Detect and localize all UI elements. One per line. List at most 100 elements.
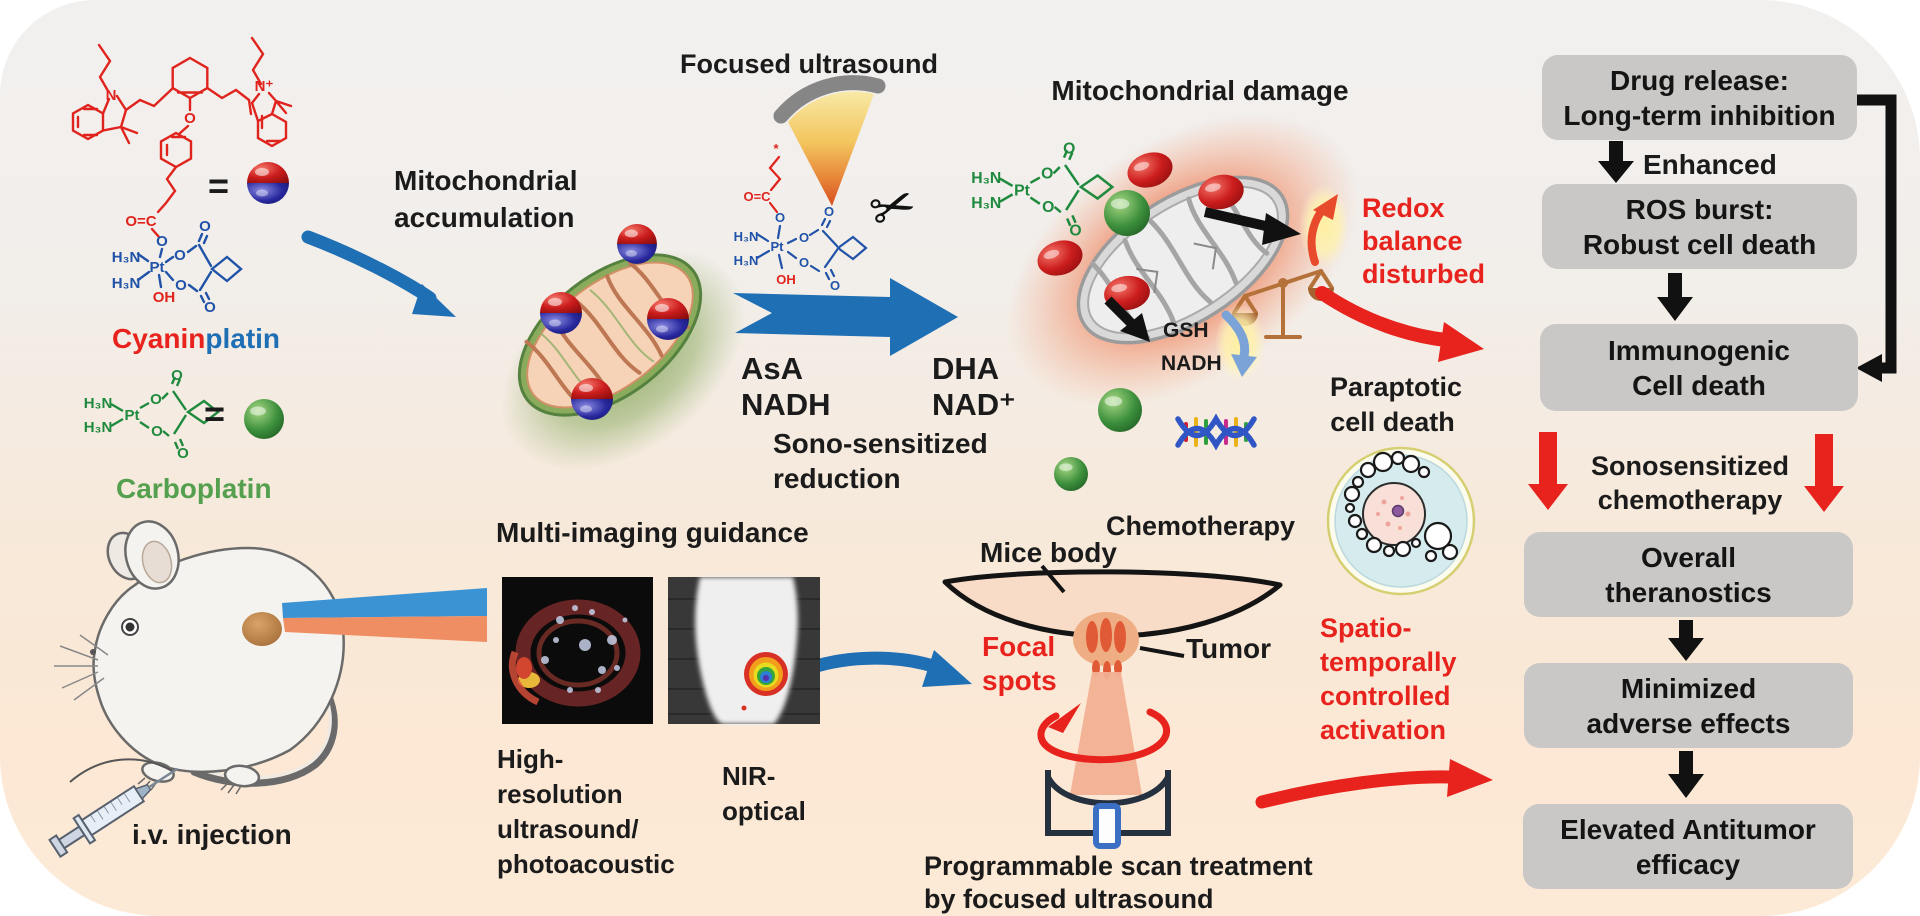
- mouse-tumor-icon: [242, 612, 282, 646]
- atom-o: O: [156, 233, 168, 250]
- flow-box6-line2: efficacy: [1635, 848, 1741, 880]
- flow-box3-line1: Immunogenic: [1607, 334, 1790, 366]
- ultrasound-probe-icon: [773, 75, 886, 206]
- chemotherapy-label: Chemotherapy: [1106, 511, 1296, 541]
- spatio-line4: activation: [1320, 715, 1447, 745]
- flow-box4-line1: Overall: [1641, 541, 1736, 573]
- sono-chemo-line2: chemotherapy: [1597, 485, 1783, 515]
- flow-box-immunogenic: Immunogenic Cell death: [1540, 324, 1858, 411]
- photoacoustic-image: [502, 577, 653, 724]
- flow-box6-line1: Elevated Antitumor: [1560, 813, 1816, 845]
- flow-box-theranostics: Overall theranostics: [1524, 532, 1853, 617]
- spatio-line2: temporally: [1320, 647, 1457, 677]
- paraptotic-label: Paraptotic cell death: [1330, 370, 1463, 440]
- mito-damage-out-arrow-right: [1203, 207, 1301, 245]
- mice-body-curve: [942, 569, 1283, 639]
- flow-box-antitumor-efficacy: Elevated Antitumor efficacy: [1523, 804, 1853, 889]
- atom-o: O: [799, 255, 809, 270]
- redox-label: Redox balance disturbed: [1362, 192, 1485, 291]
- nadh-label: NADH: [741, 387, 831, 422]
- sono-chemo-line1: Sonosensitized: [1590, 451, 1790, 481]
- hires-line3: ultrasound/: [497, 814, 639, 844]
- nad-plus-label: NAD⁺: [932, 387, 1016, 422]
- flow-box1-line1: Drug release:: [1610, 64, 1789, 96]
- mito-accumulation-label: Mitochondrial accumulation: [394, 162, 578, 236]
- mouse-icon: [54, 520, 345, 795]
- flow-box-drug-release: Drug release: Long-term inhibition: [1542, 55, 1857, 140]
- redox-to-icd-arrow: [1315, 286, 1484, 362]
- flow-arrow-2: [1657, 273, 1693, 321]
- paraptotic-line2: cell death: [1330, 407, 1455, 437]
- multi-imaging-label: Multi-imaging guidance: [496, 517, 809, 548]
- red-down-arrow-right: [1804, 434, 1844, 512]
- syringe-icon: [48, 758, 179, 859]
- flow-box-ros-burst: ROS burst: Robust cell death: [1542, 184, 1857, 269]
- spatio-line3: controlled: [1320, 681, 1451, 711]
- atom-o: O: [175, 277, 187, 294]
- atom-oc: O=C: [743, 189, 771, 204]
- sono-reduction-label: Sono-sensitized reduction: [773, 426, 988, 496]
- flow-arrow-1: [1598, 141, 1634, 183]
- flow-connector-elbow: [1856, 94, 1897, 382]
- flow-box5-line2: adverse effects: [1586, 707, 1791, 739]
- asa-label: AsA: [741, 351, 804, 386]
- flow-arrow-3: [1668, 620, 1704, 661]
- equals-sign-carbo: =: [204, 393, 226, 434]
- treatment-schematic: [942, 564, 1283, 849]
- flow-box-adverse-effects: Minimized adverse effects: [1524, 663, 1853, 748]
- flow-box4-line2: theranostics: [1605, 576, 1772, 608]
- cyaninplatin-structure-icon: N N⁺ O O=C H₃N H₃N Pt OH O O O O O: [71, 36, 293, 316]
- atom-o: O: [184, 110, 196, 127]
- oxidation-up-arrow: [1299, 184, 1349, 268]
- programmable-label: Programmable scan treatment by focused u…: [924, 850, 1313, 916]
- mice-body-pointer: [1040, 564, 1066, 594]
- activated-cyaninplatin-structure-icon: * O=C O H₃N H₃N Pt OH O O O O: [734, 141, 868, 293]
- focal-spots-label: Focal spots: [982, 630, 1057, 698]
- dna-icon: [1175, 413, 1257, 451]
- iv-injection-label: i.v. injection: [132, 819, 292, 850]
- imaging-to-treatment-arrow: [803, 650, 972, 687]
- sono-reduction-line1: Sono-sensitized: [773, 428, 988, 459]
- mito-accumulation-line2: accumulation: [394, 202, 575, 233]
- spatio-label: Spatio- temporally controlled activation: [1320, 611, 1457, 747]
- red-down-arrow-left: [1528, 432, 1568, 510]
- imaging-beam-icon: [282, 588, 487, 642]
- atom-n-plus: N⁺: [255, 78, 274, 95]
- atom-h3n: H₃N: [734, 253, 759, 268]
- mice-body-label: Mice body: [980, 537, 1117, 568]
- cyaninplatin-label-red: Cyanin: [112, 323, 206, 354]
- nir-line2: optical: [722, 796, 806, 826]
- flow-box2-line1: ROS burst:: [1625, 193, 1774, 225]
- flow-arrow-4: [1668, 751, 1704, 798]
- atom-n: N: [106, 87, 117, 104]
- atom-radical: *: [773, 141, 779, 156]
- flow-box2-line2: Robust cell death: [1582, 228, 1817, 260]
- atom-oc: O=C: [125, 213, 156, 230]
- equals-sign-cyanin: =: [208, 165, 230, 206]
- paraptotic-cell-icon: [1326, 446, 1476, 596]
- flow-box3-line2: Cell death: [1632, 369, 1766, 401]
- rotation-arrow-icon: [1037, 703, 1171, 764]
- mitochondrial-accumulation-arrow: [301, 230, 456, 317]
- atom-h3n: H₃N: [112, 249, 141, 266]
- flow-box5-line1: Minimized: [1620, 672, 1757, 704]
- atom-pt: Pt: [150, 259, 165, 276]
- atom-pt: Pt: [771, 239, 785, 254]
- hires-label: High- resolution ultrasound/ photoacoust…: [497, 742, 675, 882]
- sono-reduction-line2: reduction: [773, 463, 901, 494]
- nir-label: NIR- optical: [722, 759, 806, 829]
- tumor-focal-spots-icon: [1073, 612, 1139, 679]
- atom-o: O: [799, 230, 809, 245]
- paraptotic-line1: Paraptotic: [1330, 372, 1463, 402]
- nadh-small-label: NADH: [1161, 352, 1222, 375]
- hires-line1: High-: [497, 744, 564, 774]
- transducer-icon: [1045, 770, 1171, 849]
- spatio-line1: Spatio-: [1320, 613, 1412, 643]
- hires-line4: photoacoustic: [497, 849, 675, 879]
- nir-line1: NIR-: [722, 761, 776, 791]
- redox-line1: Redox: [1362, 193, 1445, 223]
- atom-oh: OH: [153, 289, 176, 306]
- sono-reaction-arrow: [733, 278, 958, 356]
